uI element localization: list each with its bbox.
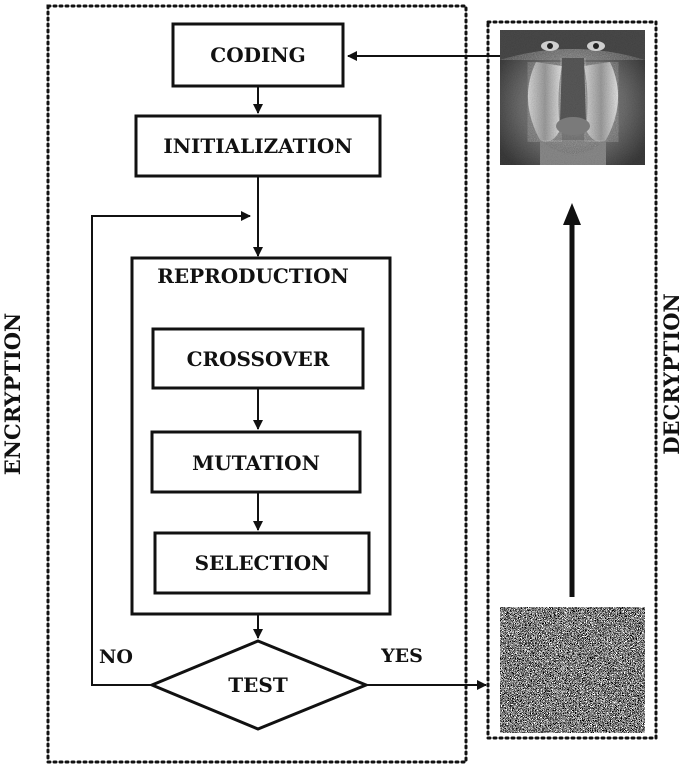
no-loop-line	[91, 211, 251, 686]
coding-box	[171, 22, 345, 88]
decryption-label: DECRYPTION	[659, 293, 684, 454]
encryption-region	[46, 4, 468, 764]
noise-image	[500, 607, 645, 733]
no-label: NO	[99, 646, 133, 668]
yes-label: YES	[380, 645, 423, 667]
initialization-box	[134, 114, 382, 178]
test-label: TEST	[228, 673, 288, 697]
mutation-box	[150, 430, 362, 494]
selection-label: SELECTION	[195, 551, 330, 575]
coding-label: CODING	[210, 43, 305, 67]
crossover-label: CROSSOVER	[187, 347, 330, 371]
baboon-image	[500, 30, 645, 165]
reproduction-label: REPRODUCTION	[157, 264, 349, 288]
initialization-label: INITIALIZATION	[163, 134, 352, 158]
selection-box	[153, 531, 371, 595]
encryption-label: ENCRYPTION	[0, 313, 25, 475]
mutation-label: MUTATION	[192, 451, 320, 475]
test-diamond	[148, 639, 370, 731]
decryption-region	[486, 20, 658, 740]
